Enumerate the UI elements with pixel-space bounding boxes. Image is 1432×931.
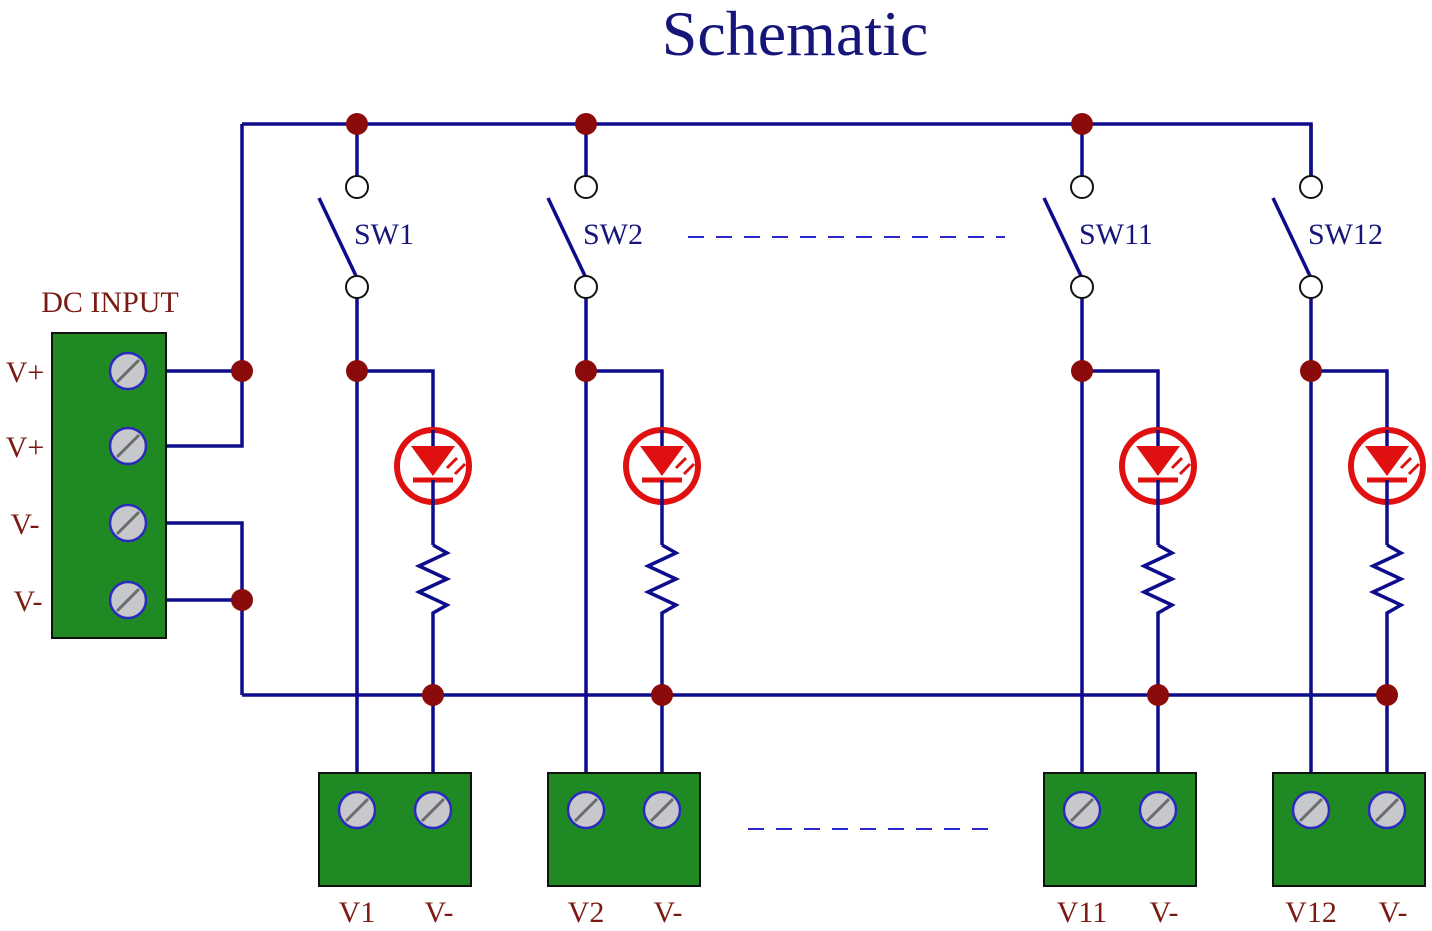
switch-contact bbox=[574, 275, 598, 299]
junction-dot bbox=[346, 113, 368, 135]
output-terminal bbox=[1043, 772, 1197, 887]
output-neg-label: V- bbox=[425, 896, 454, 929]
junction-dot bbox=[1071, 360, 1093, 382]
led-triangle bbox=[411, 446, 455, 476]
junction-dot bbox=[651, 684, 673, 706]
switch-contact bbox=[574, 175, 598, 199]
dc-pin-label: V- bbox=[11, 508, 40, 541]
led-triangle bbox=[640, 446, 684, 476]
switch-contact bbox=[1299, 175, 1323, 199]
led-rays bbox=[1170, 456, 1192, 476]
channel-wire bbox=[584, 124, 664, 773]
dc-pin-label: V+ bbox=[6, 356, 45, 389]
junction-dot bbox=[1376, 684, 1398, 706]
switch-contact bbox=[1299, 275, 1323, 299]
junction-dot bbox=[231, 589, 253, 611]
output-terminal-block bbox=[318, 772, 472, 887]
channel-wire bbox=[1080, 124, 1160, 773]
dc-input-pin: V+ bbox=[6, 351, 148, 391]
resistor-icon bbox=[414, 543, 452, 620]
switch-lever bbox=[317, 197, 359, 279]
channel-wire bbox=[355, 124, 435, 773]
led-triangle bbox=[1136, 446, 1180, 476]
dc-input-pin: V+ bbox=[6, 426, 148, 466]
junction-dot bbox=[422, 684, 444, 706]
switch-icon bbox=[546, 175, 598, 299]
led-rays bbox=[674, 456, 696, 476]
output-terminal-block bbox=[1272, 772, 1426, 887]
channel-wire bbox=[1309, 124, 1389, 773]
switch-contact bbox=[345, 275, 369, 299]
positive-rail bbox=[242, 122, 1313, 180]
output-pos-label: V1 bbox=[339, 896, 376, 929]
led-rays bbox=[445, 456, 467, 476]
switch-contact bbox=[345, 175, 369, 199]
output-terminal-block bbox=[1043, 772, 1197, 887]
switch-lever bbox=[546, 197, 588, 279]
led-icon bbox=[1348, 427, 1426, 508]
dc-input-block: DC INPUT V+ V+ V- V- bbox=[6, 286, 179, 639]
output-pos-label: V12 bbox=[1285, 896, 1337, 929]
switch-icon bbox=[1271, 175, 1323, 299]
junction-dot bbox=[346, 360, 368, 382]
output-terminal bbox=[1272, 772, 1426, 887]
junction-dot bbox=[231, 360, 253, 382]
switch-contact bbox=[1070, 175, 1094, 199]
switch-icon bbox=[317, 175, 369, 299]
output-pos-label: V11 bbox=[1057, 896, 1108, 929]
junction-dot bbox=[1071, 113, 1093, 135]
page-title: Schematic bbox=[662, 0, 929, 69]
led-icon bbox=[623, 427, 701, 508]
resistor-icon bbox=[643, 543, 681, 620]
dc-input-terminal bbox=[51, 332, 167, 639]
switch-contact bbox=[1070, 275, 1094, 299]
led-icon bbox=[394, 427, 472, 508]
junction-dot bbox=[575, 113, 597, 135]
output-neg-label: V- bbox=[1379, 896, 1408, 929]
switch-label: SW1 bbox=[354, 218, 414, 251]
switch-lever bbox=[1271, 197, 1313, 279]
dc-pin-label: V+ bbox=[6, 431, 45, 464]
switch-label: SW2 bbox=[583, 218, 643, 251]
output-pos-label: V2 bbox=[568, 896, 605, 929]
output-terminal bbox=[547, 772, 701, 887]
junction-dot bbox=[1147, 684, 1169, 706]
output-neg-label: V- bbox=[1150, 896, 1179, 929]
led-rays bbox=[1399, 456, 1421, 476]
dc-input-label: DC INPUT bbox=[41, 286, 179, 319]
junction-dot bbox=[575, 360, 597, 382]
switch-label: SW11 bbox=[1079, 218, 1153, 251]
switch-lever bbox=[1042, 197, 1084, 279]
led-icon bbox=[1119, 427, 1197, 508]
output-neg-label: V- bbox=[654, 896, 683, 929]
dc-pin-label: V- bbox=[14, 585, 43, 618]
switch-icon bbox=[1042, 175, 1094, 299]
switch-label: SW12 bbox=[1308, 218, 1383, 251]
resistor-icon bbox=[1368, 543, 1406, 620]
resistor-icon bbox=[1139, 543, 1177, 620]
dc-input-pin: V- bbox=[14, 580, 148, 620]
output-terminal bbox=[318, 772, 472, 887]
positive-rail-feed bbox=[166, 124, 244, 448]
output-terminal-block bbox=[547, 772, 701, 887]
dc-input-pin: V- bbox=[11, 503, 148, 543]
junction-dot bbox=[1300, 360, 1322, 382]
led-triangle bbox=[1365, 446, 1409, 476]
negative-rail bbox=[166, 521, 1388, 697]
